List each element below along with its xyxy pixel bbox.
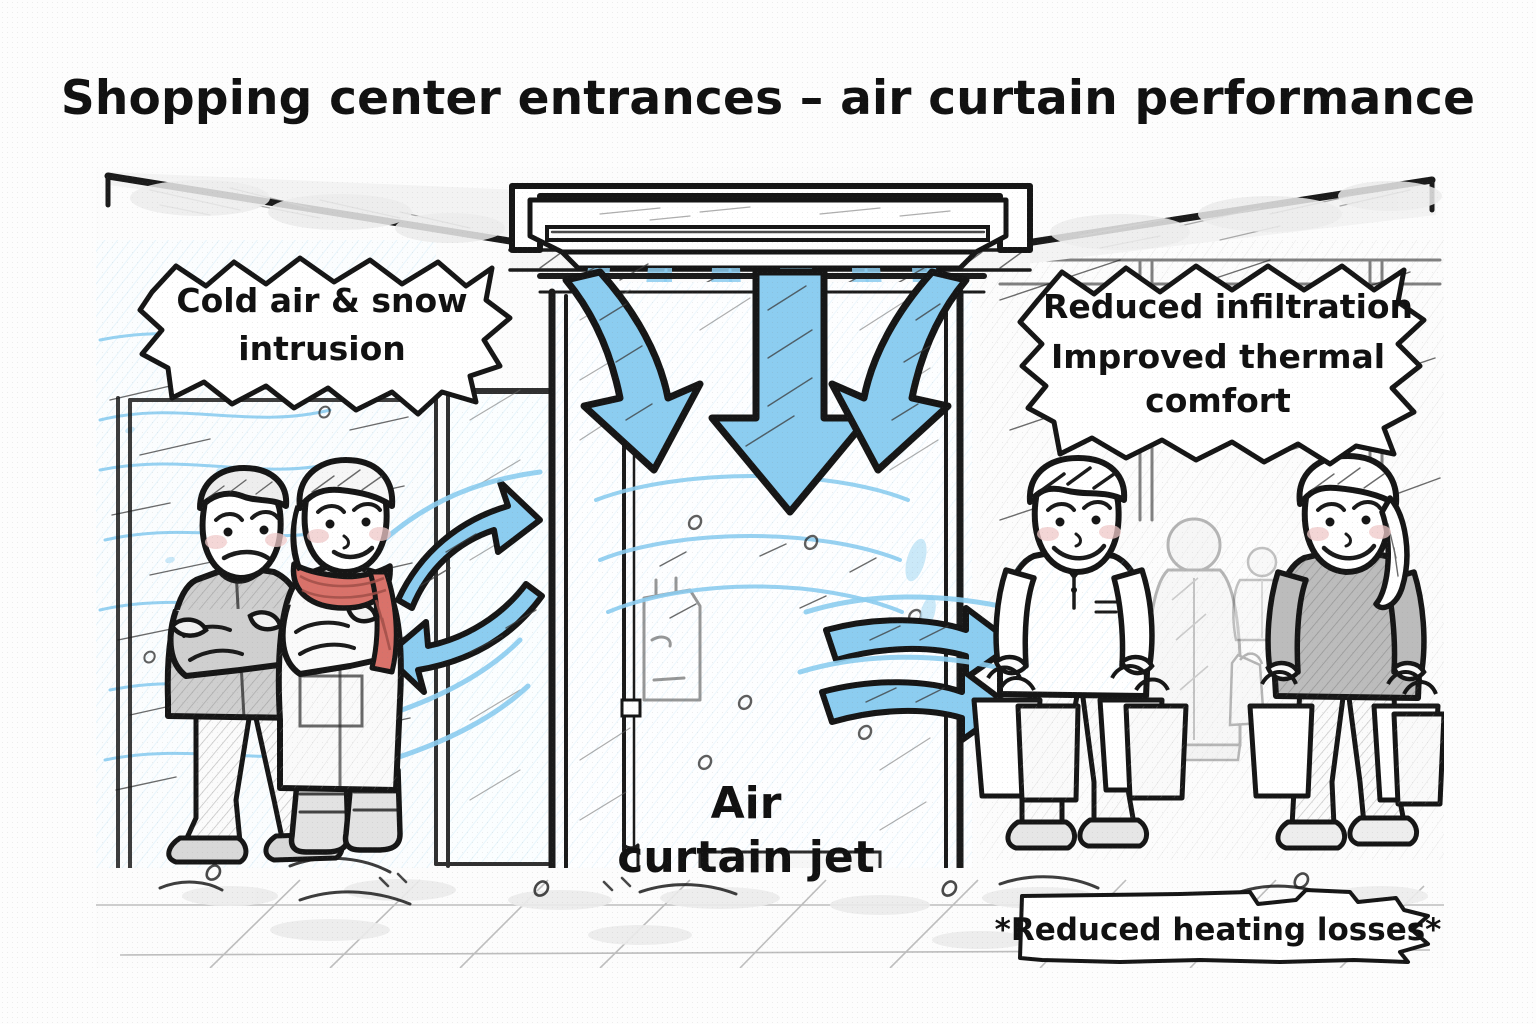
shopping-bag: [971, 665, 1081, 803]
shopping-bag: [1097, 664, 1189, 801]
smiling-shopper-man: [971, 455, 1189, 851]
smiling-shopper-woman: [1247, 453, 1444, 851]
cold-inflow-arrow-upper: [395, 479, 543, 611]
jet-arrow-center: [708, 268, 872, 516]
bottom-banner-text: *Reduced heating losses*: [995, 912, 1442, 948]
callout-right-line2: Improved thermal: [1051, 337, 1385, 376]
callout-cold-air-line2: intrusion: [238, 329, 405, 368]
background-shopper: [1146, 517, 1266, 762]
bottom-banner-heating-losses: *Reduced heating losses*: [995, 888, 1442, 964]
shivering-woman: [275, 457, 404, 855]
center-label-air-curtain-jet: Air curtain jet: [617, 778, 875, 883]
callout-reduced-infiltration: Reduced infiltration Improved thermal co…: [1017, 263, 1427, 467]
callout-right-line3: comfort: [1145, 381, 1291, 420]
callout-cold-air: Cold air & snow intrusion: [137, 255, 513, 417]
callout-cold-air-line1: Cold air & snow: [176, 281, 467, 320]
air-curtain-unit: [509, 183, 1033, 271]
shivering-man: [164, 465, 345, 865]
jet-arrow-left: [562, 268, 704, 474]
shopping-bag: [1247, 670, 1315, 799]
center-label-line1: Air: [711, 778, 782, 829]
page-title: Shopping center entrances – air curtain …: [61, 71, 1475, 126]
door-decal: [642, 576, 702, 702]
center-label-line2: curtain jet: [617, 832, 875, 883]
entrance-canopy: [104, 172, 1442, 272]
shopping-bag: [1371, 670, 1444, 807]
jet-arrow-right: [828, 268, 970, 474]
callout-right-line1: Reduced infiltration: [1043, 287, 1413, 326]
